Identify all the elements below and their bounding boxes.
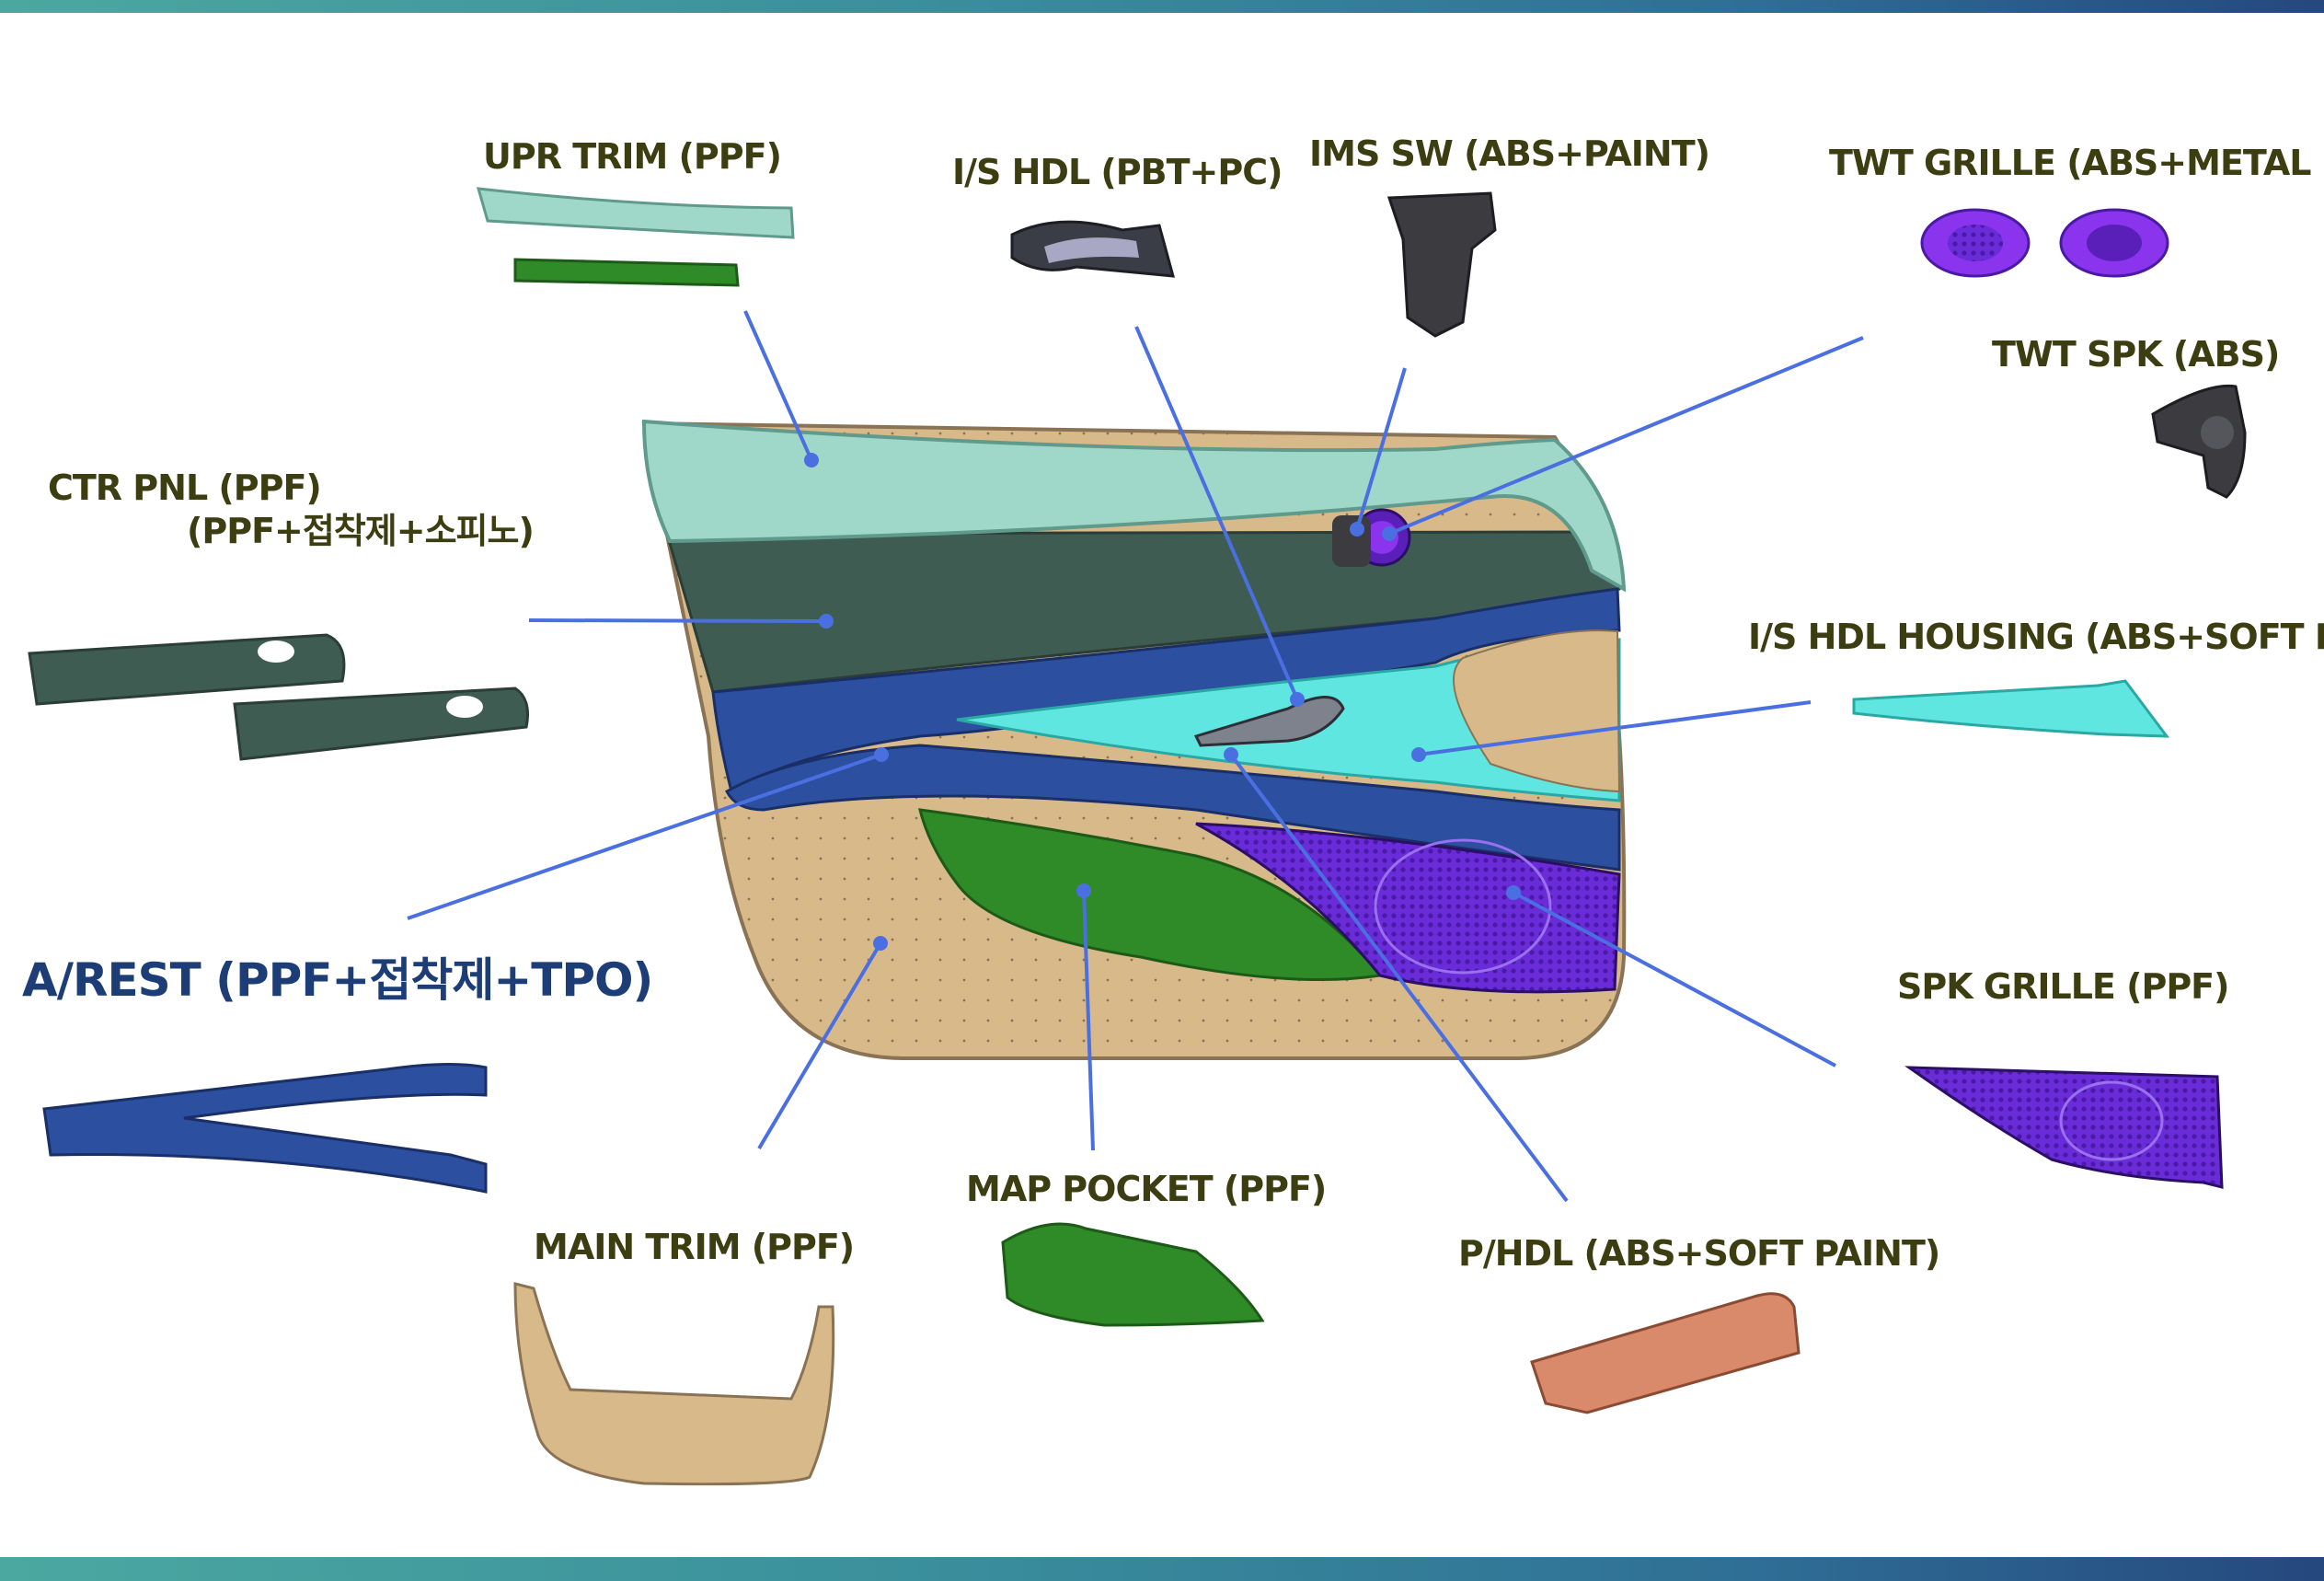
leader-dot-main-trim	[873, 936, 888, 951]
leader-dot-twt	[1382, 526, 1397, 541]
label-twt-spk: TWT SPK (ABS)	[1992, 334, 2279, 375]
upr-trim-part	[478, 189, 793, 285]
leader-dot-is-hdl-housing	[1411, 747, 1426, 762]
leader-dot-map-pocket	[1076, 883, 1091, 898]
leader-dot-a-rest	[874, 747, 889, 762]
ctr-pnl-parts	[29, 635, 528, 759]
map-pocket-part	[1003, 1224, 1262, 1325]
spk-grille-part	[1909, 1067, 2222, 1187]
leader-dot-spk-grille	[1506, 885, 1521, 900]
label-is-hdl: I/S HDL (PBT+PC)	[952, 152, 1282, 192]
label-is-hdl-housing: I/S HDL HOUSING (ABS+SOFT PAINT)	[1748, 617, 2324, 657]
label-ctr-pnl-material: (PPF+접착제+소피노)	[187, 511, 534, 551]
main-trim-part	[515, 1284, 834, 1484]
door-assembly	[644, 421, 1624, 1058]
bottom-accent-band	[0, 1557, 2324, 1581]
label-a-rest: A/REST (PPF+접착제+TPO)	[22, 953, 652, 1007]
leader-ctr-pnl	[529, 620, 826, 621]
door-ims-switch	[1332, 515, 1371, 567]
a-rest-part	[44, 1064, 486, 1192]
leader-dot-upr-trim	[804, 453, 819, 467]
ims-sw-part	[1389, 193, 1495, 336]
leader-dot-ims-sw	[1350, 522, 1364, 537]
label-upr-trim: UPR TRIM (PPF)	[483, 136, 781, 177]
label-twt-grille: TWT GRILLE (ABS+METAL PAINT)	[1829, 143, 2324, 183]
leader-dot-is-hdl	[1290, 692, 1305, 707]
twt-spk-part	[2153, 386, 2245, 497]
label-p-hdl: P/HDL (ABS+SOFT PAINT)	[1458, 1233, 1939, 1274]
label-ctr-pnl: CTR PNL (PPF)	[48, 467, 321, 508]
is-hdl-part	[1012, 222, 1173, 276]
label-ims-sw: IMS SW (ABS+PAINT)	[1309, 133, 1709, 174]
leader-dot-ctr-pnl	[819, 614, 834, 629]
label-main-trim: MAIN TRIM (PPF)	[534, 1227, 854, 1267]
leader-dot-p-hdl	[1224, 747, 1238, 762]
label-spk-grille: SPK GRILLE (PPF)	[1897, 966, 2229, 1007]
is-hdl-housing-part	[1854, 681, 2167, 736]
label-map-pocket: MAP POCKET (PPF)	[966, 1169, 1326, 1209]
twt-grille-parts	[1922, 210, 2168, 276]
p-hdl-part	[1532, 1294, 1799, 1413]
